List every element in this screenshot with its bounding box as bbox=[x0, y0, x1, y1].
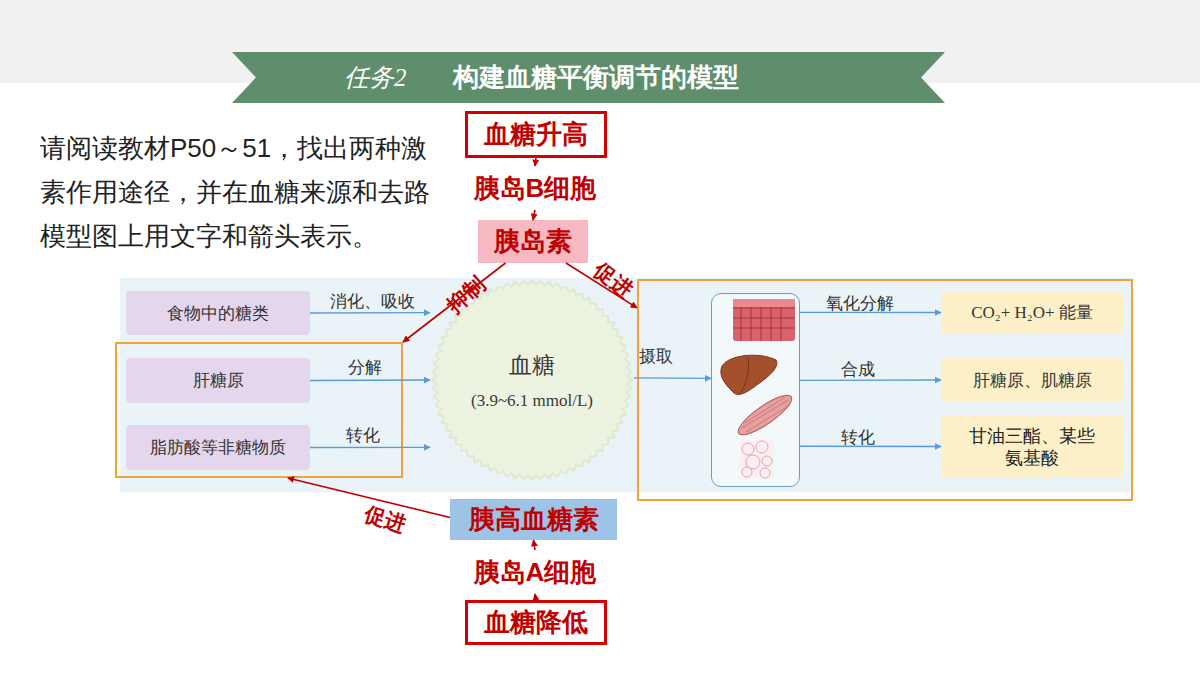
flow-label: 氧化分解 bbox=[826, 292, 894, 315]
tissue-cells-box bbox=[711, 293, 800, 487]
flow-label: 消化、吸收 bbox=[330, 290, 415, 313]
source-box: 食物中的糖类 bbox=[126, 291, 310, 335]
source-box: 肝糖原 bbox=[126, 358, 310, 403]
flow-label: 合成 bbox=[841, 358, 875, 381]
node-text: 血糖升高 bbox=[484, 117, 588, 152]
node-text: (3.9~6.1 mmol/L) bbox=[471, 391, 593, 411]
flow-label: 转化 bbox=[841, 426, 875, 449]
trigger-box: 血糖升高 bbox=[465, 111, 607, 158]
hormone-box: 胰岛素 bbox=[478, 220, 588, 263]
node-text: 胰岛B细胞 bbox=[474, 171, 597, 206]
node-text: 脂肪酸等非糖物质 bbox=[150, 436, 286, 459]
flow-arrow bbox=[800, 379, 941, 381]
regulation-arrow bbox=[288, 478, 450, 517]
blood-glucose-circle: 血糖 (3.9~6.1 mmol/L) bbox=[430, 278, 634, 482]
burst-shape bbox=[430, 278, 634, 482]
node-text: CO₂+ H₂O+ 能量 bbox=[971, 301, 1093, 324]
node-text: 食物中的糖类 bbox=[167, 302, 269, 325]
cell-label: 胰岛A细胞 bbox=[455, 550, 615, 594]
hormone-box: 胰高血糖素 bbox=[450, 499, 617, 540]
regulation-label: 促进 bbox=[361, 499, 409, 538]
node-text: 甘油三酯、某些氨基酸 bbox=[963, 425, 1101, 469]
burst-fill bbox=[432, 280, 632, 480]
flow-arrow bbox=[800, 312, 941, 313]
cell-label: 胰岛B细胞 bbox=[455, 166, 615, 210]
regulation-label: 促进 bbox=[588, 256, 638, 303]
flow-arrow bbox=[310, 379, 430, 381]
product-box: CO₂+ H₂O+ 能量 bbox=[941, 291, 1123, 334]
fat-image bbox=[740, 440, 774, 478]
flow-label: 摄取 bbox=[639, 345, 673, 368]
flow-arrow bbox=[310, 312, 430, 314]
panel-band bbox=[120, 278, 1132, 492]
flow-arrow bbox=[310, 447, 430, 448]
regulation-arrow bbox=[534, 540, 536, 550]
node-text: 构建血糖平衡调节的模型 bbox=[453, 60, 739, 95]
node-text: 胰岛素 bbox=[494, 224, 572, 259]
node-text: 血糖 bbox=[509, 350, 555, 381]
regulation-arrow bbox=[535, 158, 536, 166]
node-text: 胰岛A细胞 bbox=[474, 555, 597, 590]
regulation-arrow bbox=[533, 210, 535, 220]
node-text: 任务2 bbox=[344, 61, 407, 94]
flow-arrow bbox=[634, 377, 711, 379]
regulation-arrow bbox=[403, 263, 506, 342]
node-text: 肝糖原、肌糖原 bbox=[973, 369, 1092, 392]
title-banner: 任务2 构建血糖平衡调节的模型 bbox=[232, 52, 945, 103]
regulation-arrow bbox=[535, 594, 536, 600]
flow-arrow bbox=[800, 446, 941, 448]
flow-label: 转化 bbox=[346, 424, 380, 447]
node-text: 血糖降低 bbox=[484, 605, 588, 640]
regulation-label: 抑制 bbox=[441, 271, 491, 320]
liver-image bbox=[721, 355, 777, 394]
trigger-box: 血糖降低 bbox=[465, 600, 607, 645]
product-box: 肝糖原、肌糖原 bbox=[941, 358, 1123, 402]
node-text: 肝糖原 bbox=[193, 369, 244, 392]
regulation-arrow bbox=[566, 263, 637, 308]
banner-fill bbox=[232, 52, 945, 103]
product-box: 甘油三酯、某些氨基酸 bbox=[941, 415, 1123, 478]
source-box: 脂肪酸等非糖物质 bbox=[126, 425, 310, 470]
tissue-image bbox=[733, 299, 795, 341]
muscle-image bbox=[734, 389, 797, 440]
instruction-text: 请阅读教材P50～51，找出两种激素作用途径，并在血糖来源和去路模型图上用文字和… bbox=[40, 126, 448, 258]
flow-label: 分解 bbox=[348, 356, 382, 379]
source-group: 肝糖原脂肪酸等非糖物质 bbox=[115, 342, 403, 478]
node-text: 胰高血糖素 bbox=[469, 502, 599, 537]
